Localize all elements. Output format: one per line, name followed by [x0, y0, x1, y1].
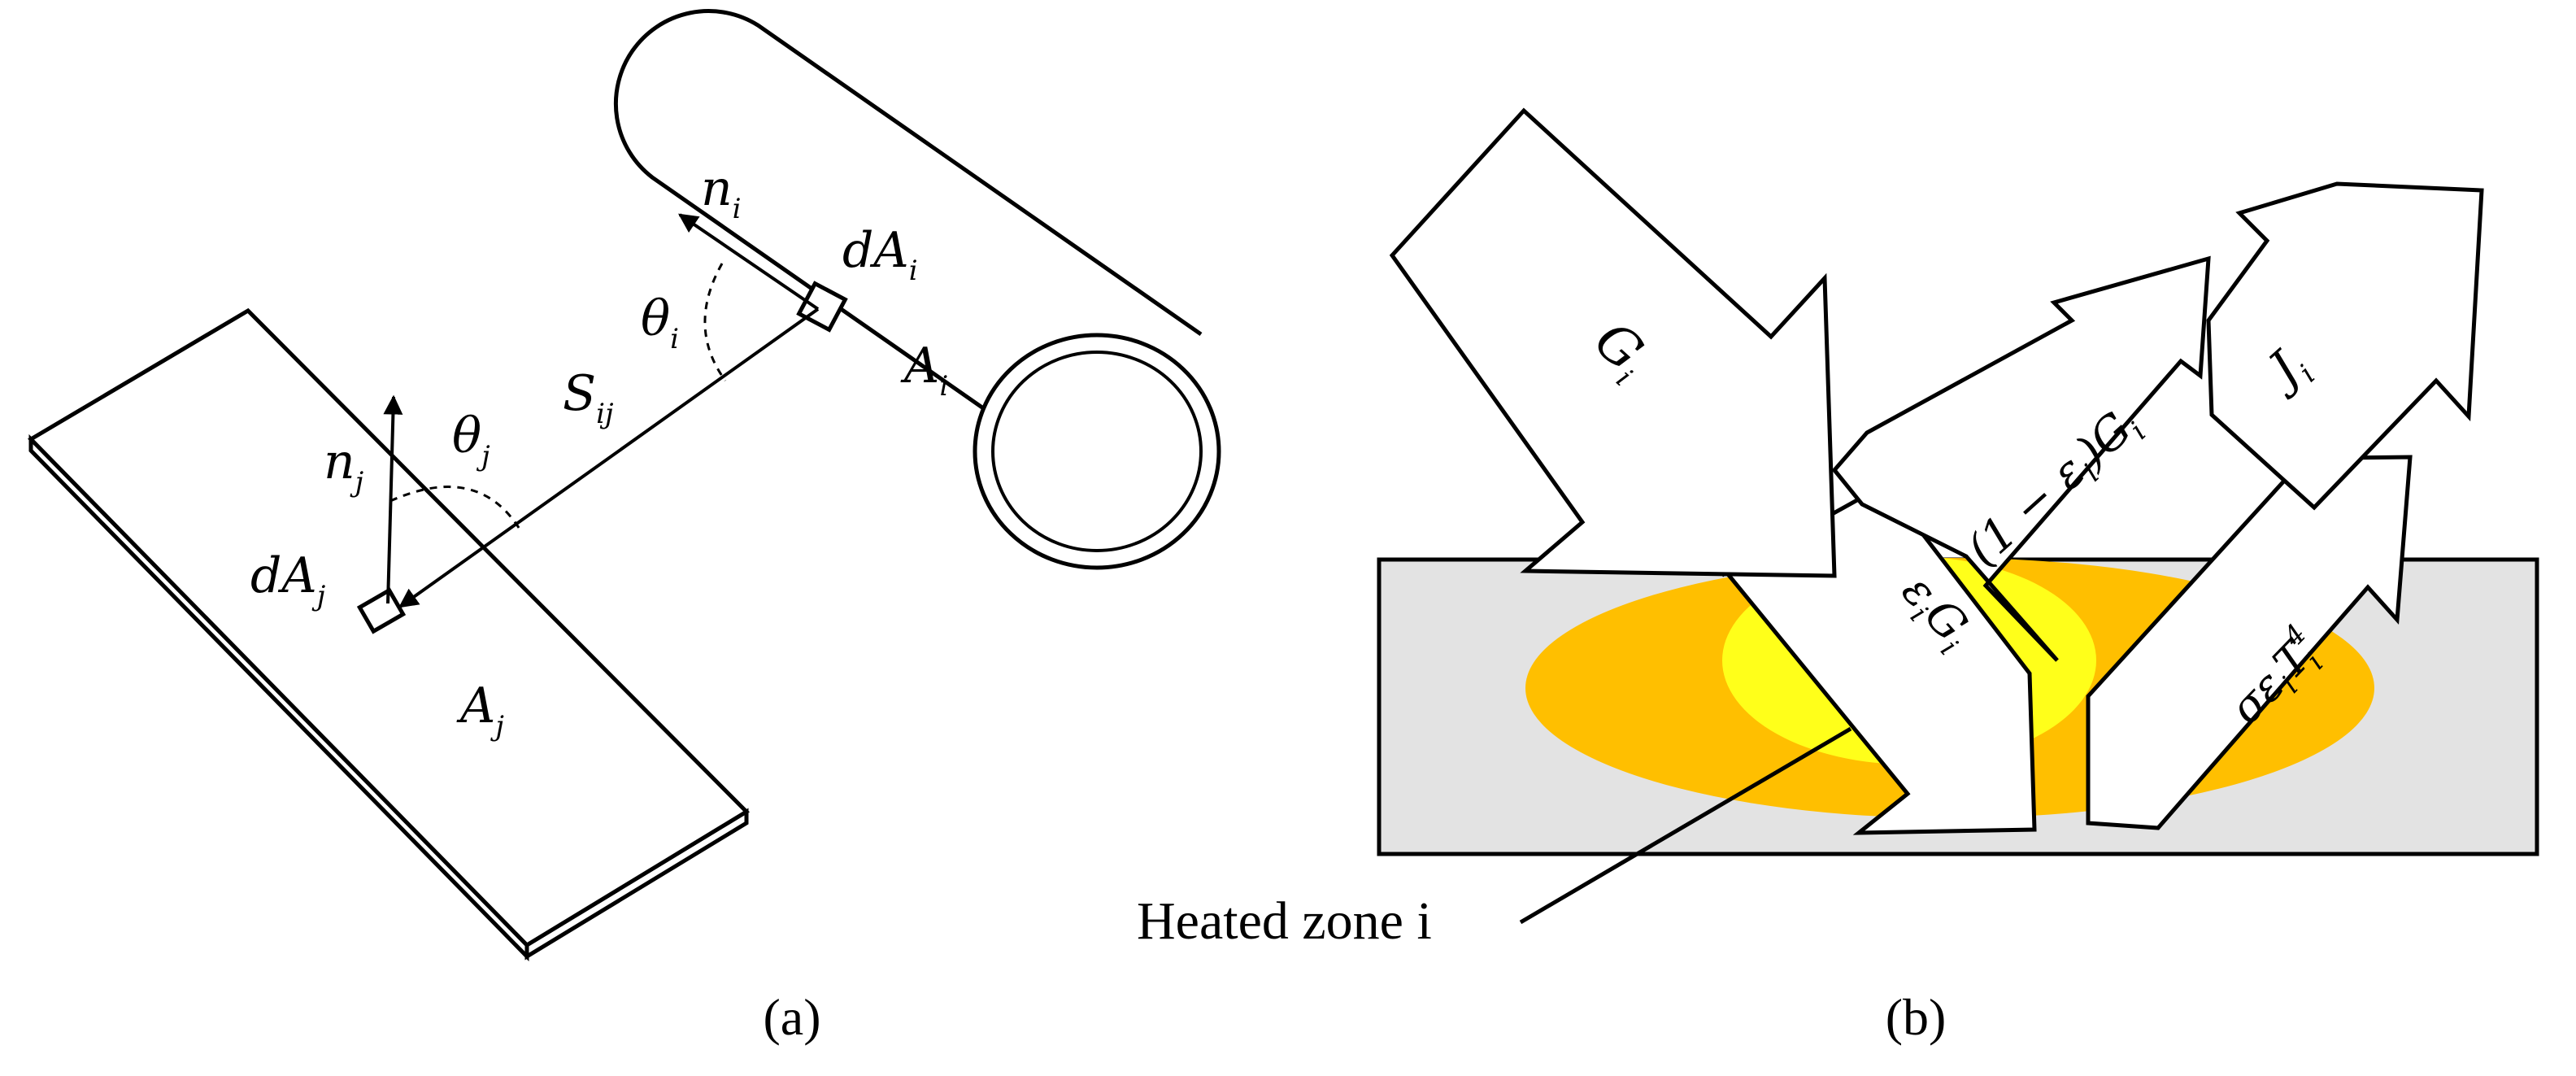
arrow-radiosity [2206, 181, 2484, 511]
cylinder-end-outer [973, 333, 1221, 570]
svg-text:dAi: dAi [842, 222, 918, 287]
arrow-reflected [1831, 255, 2211, 662]
angle-theta-i-arc [703, 263, 727, 381]
svg-text:ni: ni [701, 160, 742, 225]
element-dAj [356, 587, 407, 634]
callout-heated-zone: Heated zone i [1137, 891, 1432, 951]
svg-text:Ai: Ai [900, 338, 948, 403]
panel-b: Gi (1 − εi)Gi εiGi Ji σεiT4i Heated zone… [1137, 107, 2539, 1046]
svg-text:θi: θi [641, 290, 679, 355]
panel-a: ni dAi θi Ai Sij θj nj dAj Aj (a) [27, 9, 1221, 1046]
label-theta-j: θ [452, 407, 481, 464]
caption-a: (a) [763, 988, 820, 1046]
label-theta-i: θ [641, 290, 670, 347]
svg-text:θj: θj [452, 407, 490, 473]
cylinder-end-inner [991, 351, 1203, 552]
svg-text:dAj: dAj [250, 547, 326, 612]
label-Sij: S [563, 365, 596, 422]
callout-leader [1519, 726, 1852, 925]
normal-ni-arrow [678, 213, 820, 311]
caption-b: (b) [1886, 988, 1947, 1046]
cylinder-ai [613, 9, 1221, 570]
label-ni: n [701, 160, 733, 217]
angle-theta-j-arc [389, 486, 522, 531]
arrow-incoming [1389, 107, 1837, 578]
label-dAj: dA [250, 547, 317, 604]
label-dAi: dA [842, 222, 909, 279]
plate-aj [27, 307, 751, 962]
label-Aj: A [456, 677, 495, 734]
label-Ai: A [900, 338, 939, 394]
element-dAi [796, 281, 848, 333]
label-nj: n [324, 433, 355, 490]
svg-text:Sij: Sij [563, 365, 614, 430]
line-sij-arrow [398, 307, 820, 608]
